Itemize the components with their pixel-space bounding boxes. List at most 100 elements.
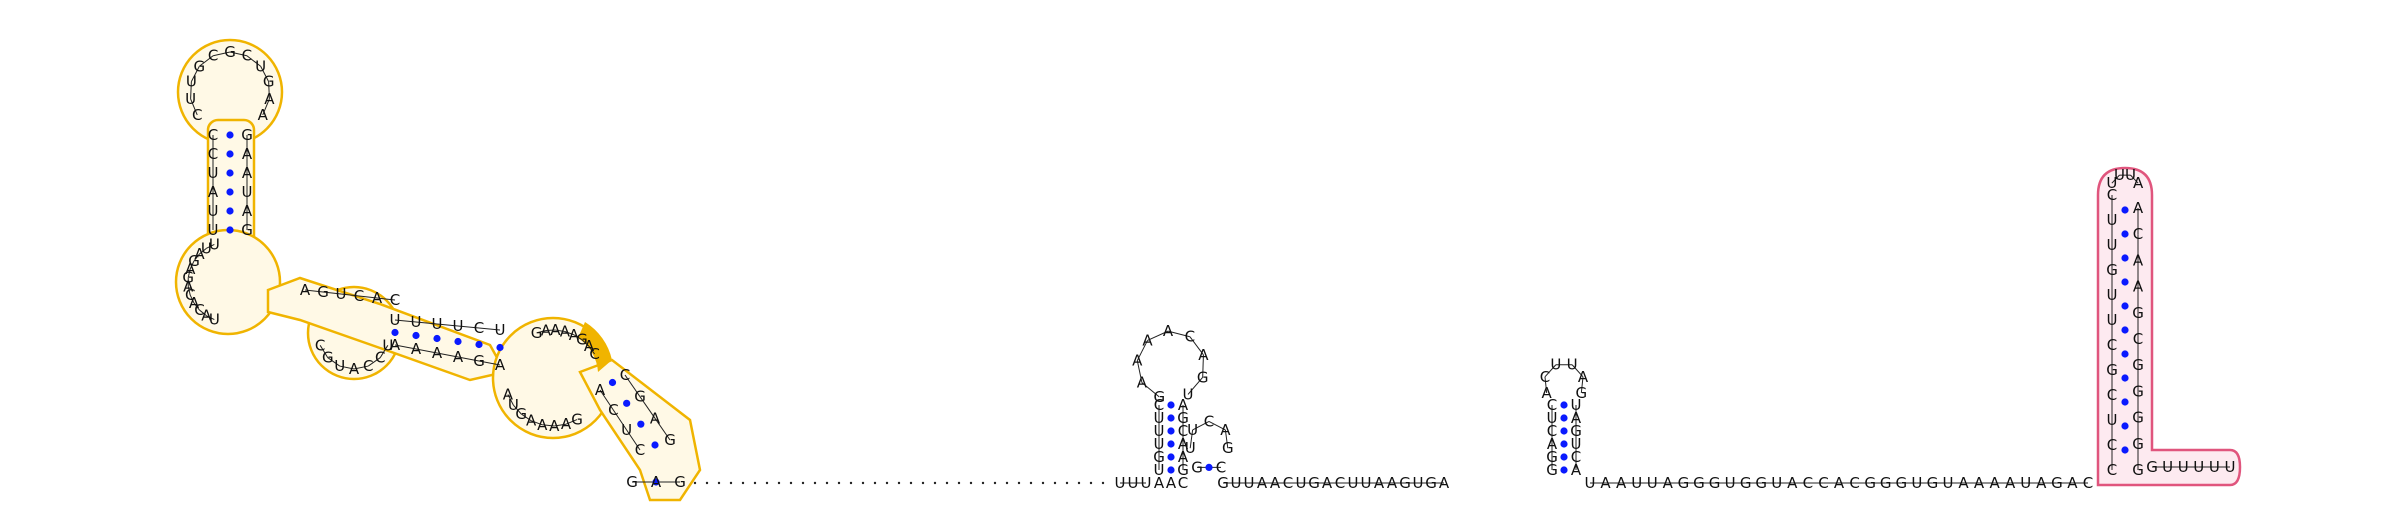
nucleotide-hairpin-3-loop-120: G <box>1222 439 1234 457</box>
backbone-hairpin-1-0 <box>190 98 198 116</box>
nucleotide-stem-2-52: C <box>474 319 484 337</box>
nucleotide-linker-2-124: A <box>1257 474 1268 492</box>
nucleotide-hairpin-4-loop-152: C <box>1540 368 1550 386</box>
nucleotide-tail-3p-217: G <box>2146 458 2158 476</box>
base-pair-dot-foot <box>652 478 660 486</box>
nucleotide-hairpin-5-loop-216: A <box>2133 174 2144 192</box>
backbone-stem-2-1 <box>415 321 438 325</box>
single-strand-dot <box>1041 481 1045 485</box>
backbone-junction-left-4 <box>187 268 191 278</box>
nucleotide-linker-2-122: U <box>1231 474 1242 492</box>
backbone-junction-left-6 <box>187 286 191 296</box>
nucleotide-linker-3-173: A <box>1834 474 1845 492</box>
nucleotide-5p-strand-88: U <box>1128 474 1139 492</box>
backbone-interior-4 <box>367 357 381 367</box>
backbone-stem-2-right-3 <box>457 356 480 362</box>
nucleotide-tail-3p-220: U <box>2193 458 2204 476</box>
nucleotide-foot-86: G <box>674 473 686 491</box>
base-pair-dot-hairpin-4-3 <box>1560 440 1568 448</box>
nucleotide-hairpin-2-loop-104: A <box>1132 352 1143 370</box>
base-pair-dot-hairpin-5-0 <box>2121 206 2129 214</box>
backbone-hairpin-3-loop-2 <box>1208 420 1226 431</box>
backbone-junction-left-9 <box>199 309 207 317</box>
nucleotide-hairpin-3-loop-119: A <box>1220 421 1231 439</box>
nucleotide-hairpin-4-loop-151: A <box>1542 384 1553 402</box>
backbone-hairpin-1-1 <box>190 81 192 99</box>
nucleotide-hairpin-2-left-94: G <box>1153 448 1165 466</box>
nucleotide-linker-3-165: G <box>1709 474 1721 492</box>
nucleotide-hairpin-2-right-96: A <box>1178 396 1189 414</box>
backbone-junction-mid-4 <box>376 297 396 301</box>
backbone-stem-2-3 <box>457 325 480 329</box>
nucleotide-hairpin-1-4: C <box>208 47 218 65</box>
single-strand-dot <box>693 481 697 485</box>
backbone-hairpin-4-loop-3 <box>1571 364 1584 378</box>
nucleotide-tail-3p-222: U <box>2225 458 2236 476</box>
nucleotide-foot-84: G <box>626 473 638 491</box>
nucleotide-stem-1-right-21: A <box>242 202 253 220</box>
nucleotide-hairpin-5-right-210: G <box>2132 409 2144 427</box>
nucleotide-junction-left-29: A <box>183 277 194 295</box>
single-strand-dot <box>933 481 937 485</box>
backbone-interior-5 <box>379 345 389 358</box>
region-a-tail-helix-outline <box>578 358 702 502</box>
single-strand-dot <box>1053 481 1057 485</box>
base-pair-dot-stem-1-2 <box>226 169 234 177</box>
nucleotide-stem-2-50: U <box>432 315 443 333</box>
base-pair-dot-stem-2-2 <box>433 334 441 343</box>
single-strand-dot <box>789 481 793 485</box>
base-pair-dot-hairpin-4-5 <box>1560 466 1568 474</box>
backbone-hairpin-4-loop-0 <box>1544 376 1548 394</box>
nucleotide-baseline-113: C <box>1178 474 1188 492</box>
nucleotide-linker-3-176: G <box>1880 474 1892 492</box>
nucleotide-loop-3-right-73: A <box>549 417 560 435</box>
nucleotide-hairpin-2-right-99: A <box>1178 435 1189 453</box>
backbone-hairpin-2-loop-3 <box>1147 330 1169 341</box>
backbone-hairpin-2-loop-6 <box>1202 354 1204 378</box>
nucleotide-loop-3-62: A <box>550 321 561 339</box>
backbone-hairpin-3-loop-0 <box>1189 429 1194 449</box>
nucleotide-linker-2-123: U <box>1244 474 1255 492</box>
base-pair-dot-hairpin-5-6 <box>2121 350 2129 358</box>
nucleotide-linker-3-180: U <box>1942 474 1953 492</box>
single-strand-dot <box>861 481 865 485</box>
nucleotide-linker-3-175: G <box>1864 474 1876 492</box>
nucleotide-linker-2-128: G <box>1308 474 1320 492</box>
nucleotide-stem-4-right-81: G <box>634 388 646 406</box>
base-pair-dot-stem-2-5 <box>496 343 504 352</box>
nucleotide-stem-4-right-82: A <box>650 409 661 427</box>
backbone-hairpin-4-loop-1 <box>1544 364 1557 378</box>
nucleotide-hairpin-1-7: U <box>255 57 266 75</box>
backbone-hairpin-2-loop-2 <box>1136 340 1148 361</box>
base-pair-dot-stem-4-1 <box>623 399 631 407</box>
nucleotide-linker-2-137: G <box>1425 474 1437 492</box>
nucleotide-hairpin-5-loop-213: U <box>2106 174 2117 192</box>
backbone-stem-2-right-2 <box>436 352 459 358</box>
nucleotide-junction-left-30: C <box>185 286 195 304</box>
backbone-hairpin-2-loop-7 <box>1187 376 1204 395</box>
nucleotide-hairpin-3-stem-115: C <box>1216 458 1226 476</box>
nucleotide-hairpin-2-loop-105: A <box>1142 331 1153 349</box>
nucleotide-hairpin-4-left-144: G <box>1546 461 1558 479</box>
nucleotide-hairpin-2-right-100: A <box>1178 448 1189 466</box>
nucleotide-stem-1-right-17: G <box>241 126 253 144</box>
nucleotide-hairpin-5-left-193: G <box>2106 261 2118 279</box>
single-strand-dot <box>801 481 805 485</box>
nucleotide-hairpin-4-loop-155: A <box>1578 368 1589 386</box>
nucleotide-hairpin-2-left-91: U <box>1154 409 1165 427</box>
base-pair-dot-stem-2-1 <box>412 331 420 340</box>
nucleotide-junction-left-32: C <box>194 301 204 319</box>
nucleotide-hairpin-4-loop-154: U <box>1567 356 1578 374</box>
nucleotide-linker-2-132: U <box>1361 474 1372 492</box>
backbone-hairpin-1-2 <box>190 66 200 82</box>
nucleotide-hairpin-3-loop-117: U <box>1187 421 1198 439</box>
base-pair-dot-stem-1-5 <box>226 226 234 234</box>
backbone-junction-left-7 <box>189 294 195 304</box>
nucleotide-linker-3-167: G <box>1740 474 1752 492</box>
nucleotide-linker-2-134: A <box>1387 474 1398 492</box>
nucleotide-hairpin-5-left-191: U <box>2107 211 2118 229</box>
nucleotide-hairpin-1-2: U <box>186 73 197 91</box>
nucleotide-stem-1-right-18: A <box>242 145 253 163</box>
nucleotide-stem-2-49: U <box>411 313 422 331</box>
